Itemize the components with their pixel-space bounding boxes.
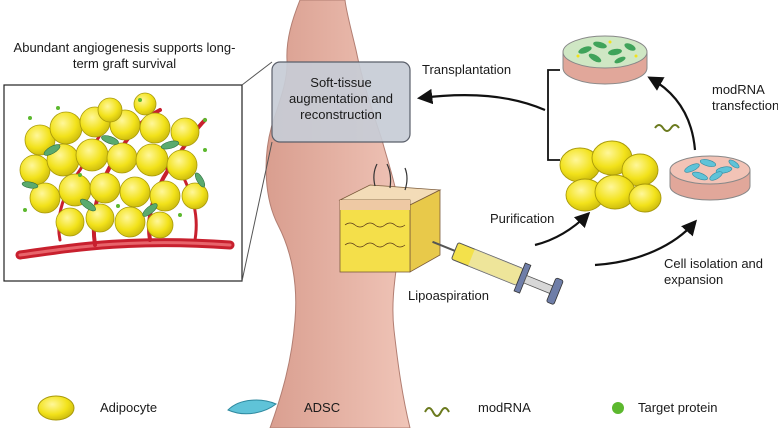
- transfected-petri-dish: [562, 35, 648, 85]
- target-protein-icon: [612, 402, 624, 414]
- syringe: [432, 240, 564, 305]
- purification-arrow: [534, 211, 591, 247]
- adsc-icon: [227, 399, 277, 415]
- purified-fat: [559, 140, 662, 213]
- augmentation-callout-box: [271, 61, 411, 143]
- graft-adipocytes: [19, 92, 209, 239]
- legend-modrna-label: modRNA: [478, 400, 531, 415]
- legend-target-protein-label: Target protein: [638, 400, 718, 415]
- cell-isolation-label: Cell isolation and expansion: [664, 256, 764, 287]
- legend-adsc-label: ADSC: [304, 400, 341, 415]
- legend-adipocyte-label: Adipocyte: [100, 400, 158, 415]
- lipoaspiration-label: Lipoaspiration: [408, 288, 489, 303]
- isolation-arrow: [594, 219, 698, 267]
- modrna-strand: [654, 124, 680, 132]
- transplantation-label: Transplantation: [422, 62, 512, 77]
- angiogenesis-label: Abundant angiogenesis supports long-term…: [13, 40, 236, 71]
- augmentation-label: Soft-tissue augmentation and reconstruct…: [288, 75, 394, 122]
- adsc-petri-dish: [669, 155, 751, 201]
- adipocyte-icon: [37, 395, 75, 421]
- modrna-icon: [424, 407, 450, 417]
- transplantation-arrow: [416, 88, 546, 112]
- modrna-transfection-label: modRNA transfection: [712, 82, 778, 113]
- bracket: [547, 69, 560, 161]
- tissue-block: [338, 163, 442, 273]
- graft-target-protein: [23, 98, 207, 217]
- graft-adscs: [21, 135, 206, 217]
- purification-label: Purification: [490, 211, 555, 226]
- transfection-arrow: [647, 76, 697, 151]
